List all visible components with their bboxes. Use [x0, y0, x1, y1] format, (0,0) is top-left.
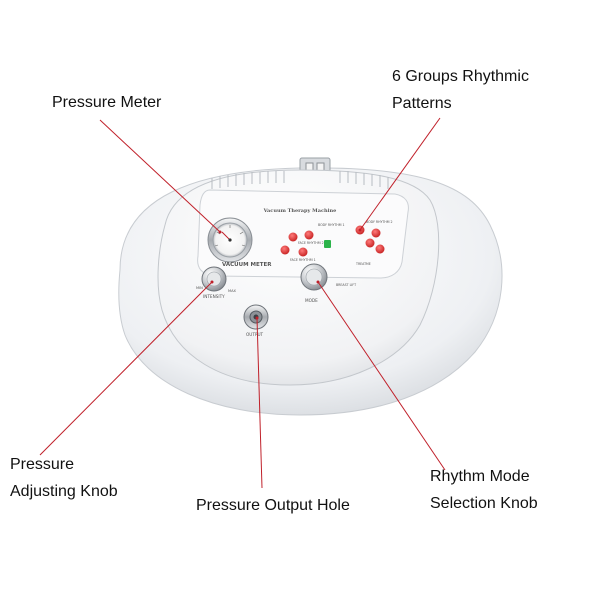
indicator-led-green — [324, 240, 331, 248]
callout-line: Pressure Output Hole — [196, 497, 350, 514]
indicator-led — [371, 228, 381, 238]
vent-grill — [211, 171, 389, 189]
callout-rhythmic-patterns: 6 Groups Rhythmic Patterns — [392, 63, 529, 117]
intensity-label: INTENSITY — [203, 294, 225, 299]
callout-line: Selection Knob — [430, 495, 538, 512]
max-label: MAX — [228, 289, 237, 293]
pattern-label: BODY RHYTHM 2 — [366, 220, 393, 224]
leader-output-hole — [256, 317, 263, 489]
callout-mode-knob: Rhythm Mode Selection Knob — [430, 463, 538, 517]
callout-line: 6 Groups Rhythmic — [392, 68, 529, 85]
rhythm-mode-knob — [300, 263, 328, 291]
pattern-label: FACE RHYTHM 2 — [298, 241, 324, 245]
mode-label: MODE — [305, 298, 318, 303]
callout-line: Rhythm Mode — [430, 468, 530, 485]
rhythm-indicators — [280, 225, 385, 257]
callout-line: Adjusting Knob — [10, 483, 118, 500]
indicator-led — [280, 245, 290, 255]
leader-pressure-meter — [99, 119, 221, 233]
callout-line: Patterns — [392, 95, 452, 112]
meter-label: VACUUM METER — [222, 262, 272, 268]
indicator-led — [304, 230, 314, 240]
control-panel — [197, 189, 409, 279]
pattern-label: TREATME — [355, 262, 371, 266]
min-label: MIN — [196, 286, 203, 290]
indicator-led — [375, 244, 385, 254]
indicator-led — [365, 238, 375, 248]
leader-adjusting-knob — [39, 281, 213, 456]
leader-lines — [39, 117, 446, 489]
leader-mode-knob — [317, 281, 446, 471]
indicator-led — [298, 247, 308, 257]
callout-adjusting-knob: Pressure Adjusting Knob — [10, 451, 118, 505]
callout-output-hole: Pressure Output Hole — [196, 492, 350, 519]
callout-line: Pressure — [10, 456, 75, 473]
panel-title: Vacuum Therapy Machine — [263, 208, 337, 214]
indicator-led — [288, 232, 298, 242]
pattern-label: BODY RHYTHM 1 — [318, 223, 345, 227]
pressure-adjusting-knob — [201, 266, 227, 292]
pattern-label: BREAST LIFT — [336, 283, 356, 287]
leader-rhythmic-patterns — [359, 117, 441, 231]
callout-pressure-meter: Pressure Meter — [52, 89, 161, 116]
callout-line: Pressure Meter — [52, 94, 162, 111]
pressure-meter — [207, 217, 253, 263]
output-label: OUTPUT — [246, 332, 264, 337]
pattern-label: FACE RHYTHM 1 — [290, 258, 316, 262]
